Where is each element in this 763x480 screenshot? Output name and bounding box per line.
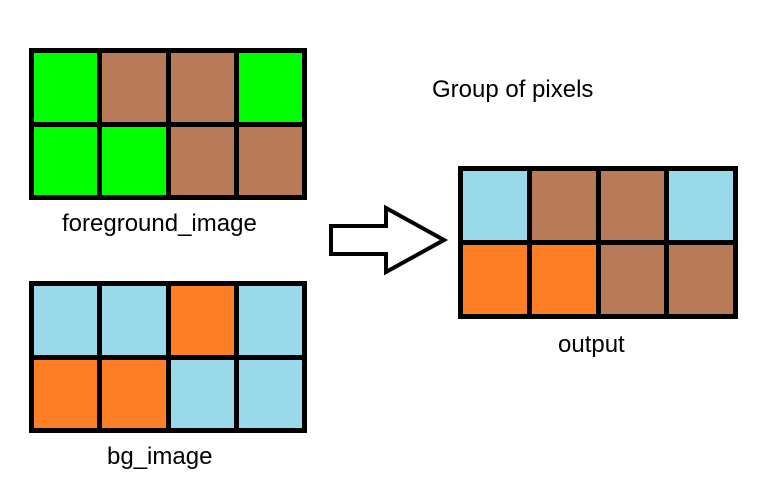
foreground-pixel-cell xyxy=(170,53,234,122)
foreground-pixel-cell xyxy=(102,53,166,122)
foreground-pixel-cell xyxy=(34,126,98,195)
background-pixel-cell xyxy=(238,286,302,355)
foreground-image-label: foreground_image xyxy=(62,210,257,237)
foreground-pixel-cell xyxy=(34,53,98,122)
bg-image-grid xyxy=(29,281,307,433)
background-pixel-cell xyxy=(238,359,302,428)
foreground-pixel-cell xyxy=(238,53,302,122)
foreground-pixel-cell xyxy=(102,126,166,195)
background-pixel-cell xyxy=(34,286,98,355)
background-pixel-cell xyxy=(34,359,98,428)
output-pixel-cell xyxy=(531,245,596,314)
output-grid xyxy=(458,166,738,319)
output-pixel-cell xyxy=(463,245,527,314)
output-label: output xyxy=(558,331,625,358)
output-pixel-cell xyxy=(463,171,527,240)
right-arrow-icon xyxy=(329,204,449,276)
output-pixel-cell xyxy=(600,171,665,240)
background-pixel-cell xyxy=(102,286,166,355)
output-pixel-cell xyxy=(600,245,665,314)
background-pixel-cell xyxy=(170,359,234,428)
output-pixel-cell xyxy=(531,171,596,240)
output-pixel-cell xyxy=(669,245,733,314)
group-of-pixels-heading: Group of pixels xyxy=(432,76,594,103)
background-pixel-cell xyxy=(102,359,166,428)
bg-image-label: bg_image xyxy=(107,443,213,470)
foreground-image-grid xyxy=(29,48,307,200)
background-pixel-cell xyxy=(170,286,234,355)
foreground-pixel-cell xyxy=(238,126,302,195)
foreground-pixel-cell xyxy=(170,126,234,195)
output-pixel-cell xyxy=(669,171,733,240)
